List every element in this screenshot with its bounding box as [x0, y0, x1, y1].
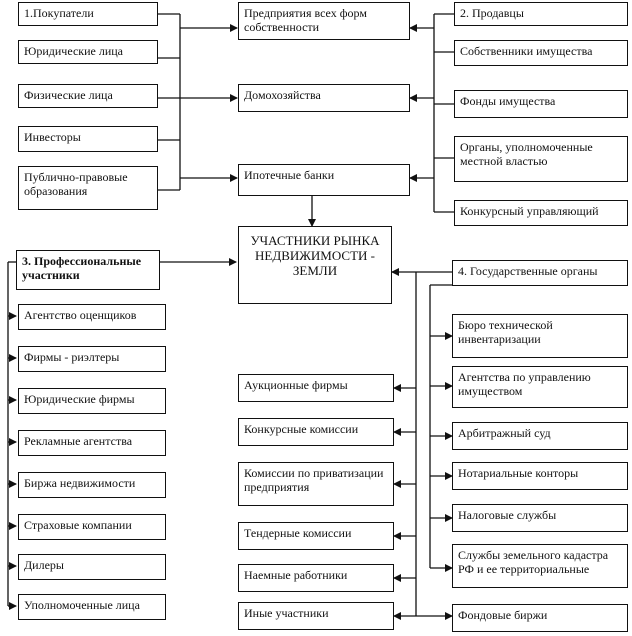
state-title: 4. Государственные органы: [458, 264, 598, 278]
center-title-box: УЧАСТНИКИ РЫНКА НЕДВИЖИМОСТИ - ЗЕМЛИ: [238, 226, 392, 304]
professionals-item: Дилеры: [24, 558, 64, 572]
middle-bottom-item: Наемные работники: [244, 568, 348, 582]
middle-top-item-box: Предприятия всех форм собственности: [238, 2, 410, 40]
sellers-item: Органы, уполномоченные местной властью: [460, 140, 593, 168]
professionals-item-box: Юридические фирмы: [18, 388, 166, 414]
middle-bottom-item: Комиссии по приватизации предприятия: [244, 466, 384, 494]
middle-top-item: Ипотечные банки: [244, 168, 335, 182]
professionals-item-box: Агентство оценщиков: [18, 304, 166, 330]
buyers-item: Публично-правовые образования: [24, 170, 128, 198]
middle-bottom-item-box: Иные участники: [238, 602, 394, 630]
professionals-title-box: 3. Профессиональные участники: [16, 250, 160, 290]
sellers-item-box: Собственники имущества: [454, 40, 628, 66]
state-item-box: Налоговые службы: [452, 504, 628, 532]
professionals-title: 3. Профессиональные участники: [22, 254, 142, 282]
middle-bottom-item-box: Наемные работники: [238, 564, 394, 592]
state-item: Арбитражный суд: [458, 426, 551, 440]
sellers-item-box: Фонды имущества: [454, 90, 628, 118]
middle-bottom-item: Аукционные фирмы: [244, 378, 348, 392]
professionals-item-box: Фирмы - риэлтеры: [18, 346, 166, 372]
professionals-item: Агентство оценщиков: [24, 308, 137, 322]
sellers-title-box: 2. Продавцы: [454, 2, 628, 26]
professionals-item: Рекламные агентства: [24, 434, 133, 448]
professionals-item-box: Биржа недвижимости: [18, 472, 166, 498]
buyers-title-box: 1.Покупатели: [18, 2, 158, 26]
professionals-item-box: Дилеры: [18, 554, 166, 580]
professionals-item: Уполномоченные лица: [24, 598, 140, 612]
professionals-item: Страховые компании: [24, 518, 132, 532]
buyers-item: Инвесторы: [24, 130, 81, 144]
middle-top-item-box: Домохозяйства: [238, 84, 410, 112]
state-item: Агентства по управлению имуществом: [458, 370, 591, 398]
middle-top-item: Предприятия всех форм собственности: [244, 6, 367, 34]
buyers-item-box: Физические лица: [18, 84, 158, 108]
sellers-item: Конкурсный управляющий: [460, 204, 599, 218]
state-item: Налоговые службы: [458, 508, 557, 522]
state-item-box: Бюро технической инвентаризации: [452, 314, 628, 358]
buyers-item: Физические лица: [24, 88, 113, 102]
state-item-box: Службы земельного кадастра РФ и ее терри…: [452, 544, 628, 588]
center-title: УЧАСТНИКИ РЫНКА НЕДВИЖИМОСТИ - ЗЕМЛИ: [250, 233, 380, 278]
sellers-title: 2. Продавцы: [460, 6, 524, 20]
middle-top-item: Домохозяйства: [244, 88, 321, 102]
state-item: Службы земельного кадастра РФ и ее терри…: [458, 548, 609, 576]
middle-bottom-item: Тендерные комиссии: [244, 526, 352, 540]
state-item-box: Фондовые биржи: [452, 604, 628, 632]
professionals-item: Юридические фирмы: [24, 392, 135, 406]
buyers-title: 1.Покупатели: [24, 6, 94, 20]
professionals-item: Фирмы - риэлтеры: [24, 350, 120, 364]
professionals-item: Биржа недвижимости: [24, 476, 136, 490]
buyers-item-box: Публично-правовые образования: [18, 166, 158, 210]
middle-bottom-item: Конкурсные комиссии: [244, 422, 359, 436]
sellers-item-box: Органы, уполномоченные местной властью: [454, 136, 628, 182]
middle-bottom-item-box: Аукционные фирмы: [238, 374, 394, 402]
professionals-item-box: Страховые компании: [18, 514, 166, 540]
sellers-item: Собственники имущества: [460, 44, 593, 58]
state-item-box: Арбитражный суд: [452, 422, 628, 450]
sellers-item-box: Конкурсный управляющий: [454, 200, 628, 226]
middle-top-item-box: Ипотечные банки: [238, 164, 410, 196]
professionals-item-box: Рекламные агентства: [18, 430, 166, 456]
sellers-item: Фонды имущества: [460, 94, 556, 108]
state-item: Бюро технической инвентаризации: [458, 318, 553, 346]
middle-bottom-item: Иные участники: [244, 606, 329, 620]
professionals-item-box: Уполномоченные лица: [18, 594, 166, 620]
state-item: Нотариальные конторы: [458, 466, 579, 480]
state-item: Фондовые биржи: [458, 608, 548, 622]
middle-bottom-item-box: Комиссии по приватизации предприятия: [238, 462, 394, 506]
middle-bottom-item-box: Конкурсные комиссии: [238, 418, 394, 446]
buyers-item: Юридические лица: [24, 44, 124, 58]
state-item-box: Агентства по управлению имуществом: [452, 366, 628, 408]
state-title-box: 4. Государственные органы: [452, 260, 628, 286]
middle-bottom-item-box: Тендерные комиссии: [238, 522, 394, 550]
buyers-item-box: Юридические лица: [18, 40, 158, 64]
state-item-box: Нотариальные конторы: [452, 462, 628, 490]
buyers-item-box: Инвесторы: [18, 126, 158, 152]
